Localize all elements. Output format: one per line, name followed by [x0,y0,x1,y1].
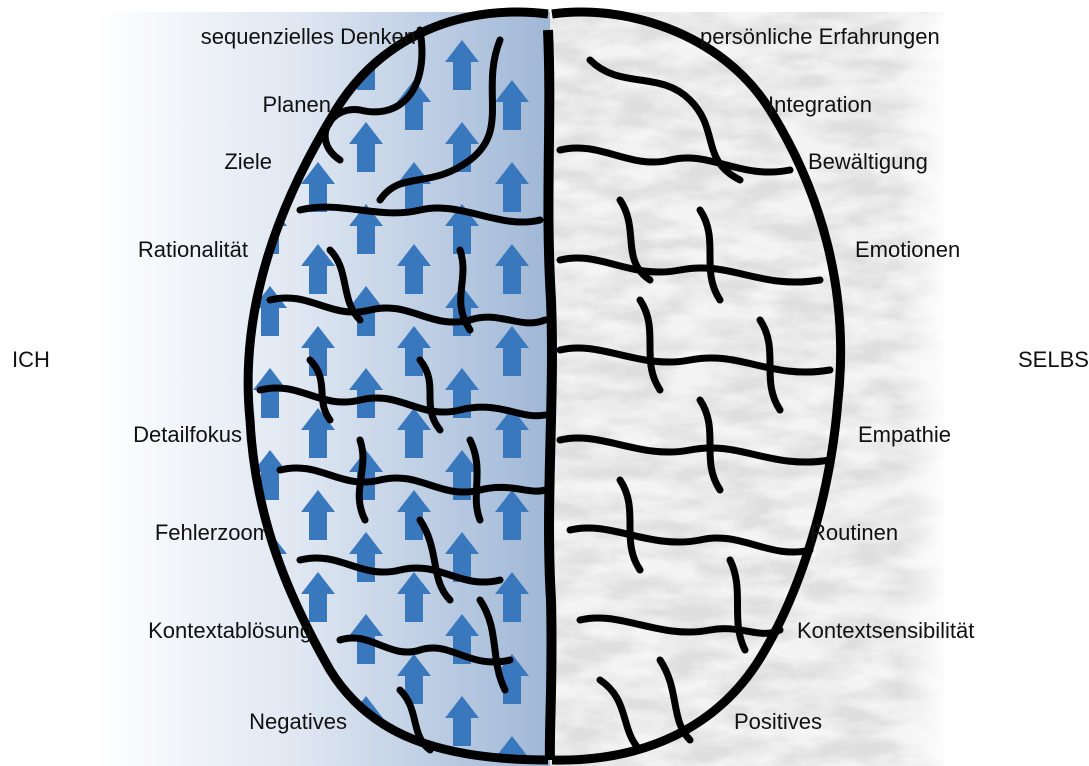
left-label: Kontextablösung [148,620,312,642]
left-label: Rationalität [138,239,248,261]
right-marble-panel [550,12,945,766]
central-fissure [548,30,552,760]
right-label: Routinen [810,522,898,544]
left-label: Detailfokus [133,424,242,446]
left-label: Negatives [249,711,347,733]
right-label: persönliche Erfahrungen [700,26,940,48]
left-label: Planen [262,94,331,116]
right-label: Integration [768,94,872,116]
side-label-ich: ICH [12,349,50,371]
right-label: Kontextsensibilität [797,620,974,642]
left-label: Fehlerzoom [155,522,271,544]
right-label: Positives [734,711,822,733]
left-label: sequenzielles Denken [201,26,416,48]
side-label-selbst: SELBST [1018,349,1089,371]
right-label: Empathie [858,424,951,446]
right-label: Bewältigung [808,151,928,173]
right-label: Emotionen [855,239,960,261]
left-label: Ziele [224,151,272,173]
right-marble-fade [900,12,950,766]
